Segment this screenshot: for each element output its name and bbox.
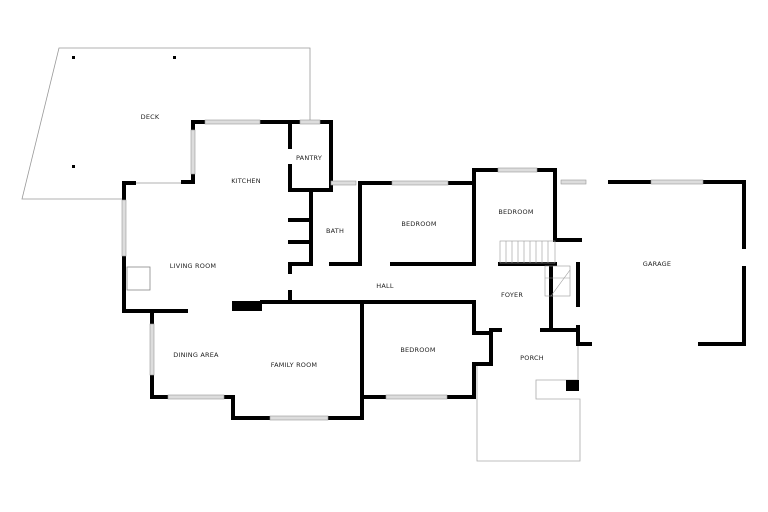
room-label-dining-area: DINING AREA xyxy=(173,351,219,359)
room-label-foyer: FOYER xyxy=(500,291,524,299)
stairs xyxy=(499,240,571,297)
room-label-living-room: LIVING ROOM xyxy=(169,262,217,270)
room-label-bedroom-3: BEDROOM xyxy=(400,346,436,354)
room-label-deck: DECK xyxy=(140,113,160,121)
room-label-pantry: PANTRY xyxy=(295,154,323,162)
room-label-porch: PORCH xyxy=(520,354,544,362)
deck-posts xyxy=(72,56,176,168)
room-label-bath: BATH xyxy=(325,227,345,235)
porch-column xyxy=(566,380,579,391)
chimney-block xyxy=(232,301,262,311)
fireplace xyxy=(126,266,151,291)
walls xyxy=(122,120,746,420)
room-label-bedroom-1: BEDROOM xyxy=(401,220,437,228)
room-label-hall: HALL xyxy=(376,282,394,290)
windows xyxy=(121,119,704,421)
room-label-bedroom-2: BEDROOM xyxy=(498,208,534,216)
room-label-family-room: FAMILY ROOM xyxy=(270,361,318,369)
room-label-kitchen: KITCHEN xyxy=(231,177,261,185)
room-label-garage: GARAGE xyxy=(642,260,672,268)
